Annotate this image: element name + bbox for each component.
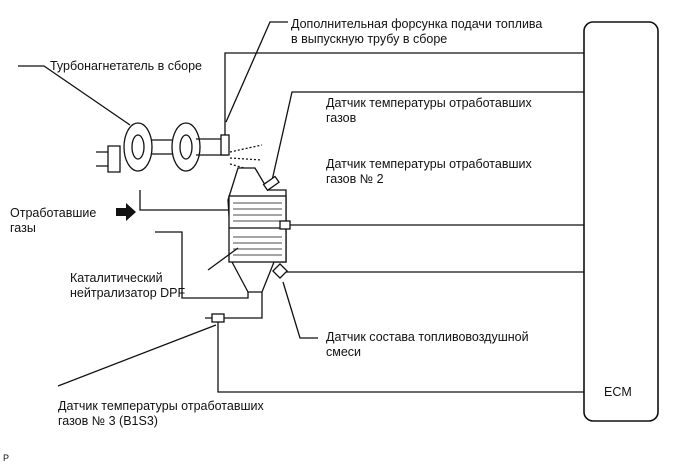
ecm-label: ECM — [604, 385, 632, 399]
exhaust-temp-sensor — [262, 175, 280, 192]
exhaust-temp-sensor3 — [211, 313, 225, 323]
figure-mark: P — [3, 453, 10, 463]
exhaust-temp-label: Датчик температуры отработавших газов — [326, 96, 532, 125]
dpf-label: Каталитический нейтрализатор DPF — [70, 271, 186, 300]
turbo-label: Турбонагнетатель в сборе — [50, 59, 203, 73]
turbocharger — [96, 122, 227, 173]
wire-exhaust-temp — [270, 91, 584, 186]
exhaust-temp3-label: Датчик температуры отработавших газов № … — [58, 399, 264, 428]
dpf-element — [228, 195, 287, 263]
leader-turbo — [18, 65, 131, 126]
leader-injector — [225, 21, 288, 123]
exhaust-gas-label: Отработавшие газы — [10, 206, 97, 235]
exhaust-temp-sensor2 — [279, 220, 291, 230]
wire-injector — [224, 52, 584, 135]
wire-exhaust-temp3 — [217, 322, 584, 393]
pipe-outlet — [155, 231, 249, 299]
af-sensor-label: Датчик состава топливовоздушной смеси — [326, 330, 529, 359]
flow-arrow-icon — [116, 203, 136, 221]
leader-dpf — [207, 247, 239, 271]
leader-exhaust-temp3 — [57, 324, 217, 387]
injector-label: Дополнительная форсунка подачи топлива в… — [291, 17, 543, 46]
leader-af-sensor — [282, 281, 318, 339]
ecm-box — [583, 21, 659, 422]
exhaust-temp2-label: Датчик температуры отработавших газов № … — [326, 157, 532, 186]
pipe-inlet — [139, 190, 239, 211]
af-sensor — [272, 263, 288, 279]
dpf-element-hatching — [229, 202, 286, 256]
fuel-injector — [220, 134, 230, 156]
